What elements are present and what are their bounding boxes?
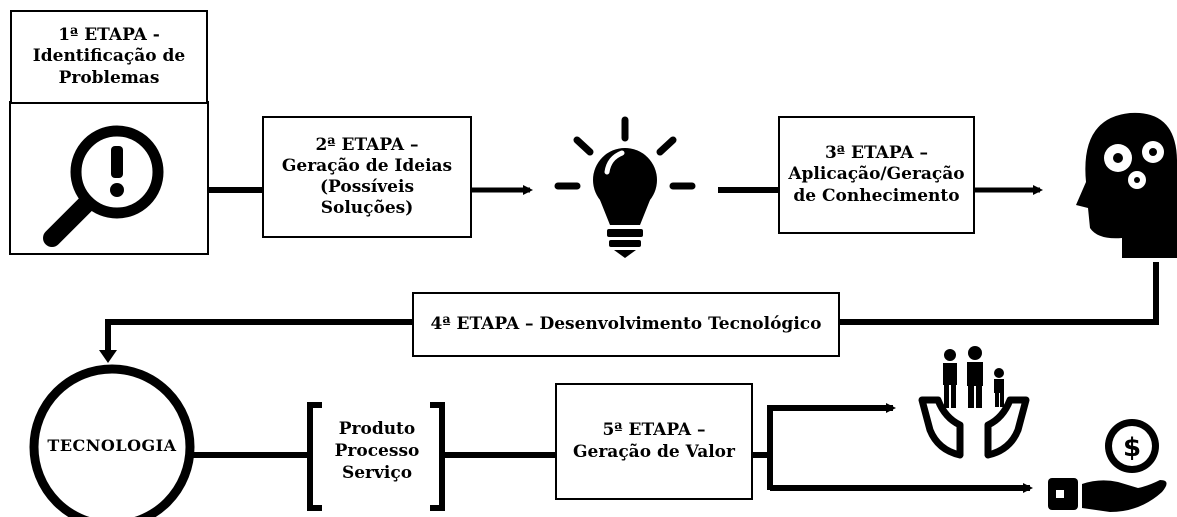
stage1-icon-frame — [9, 101, 209, 255]
svg-text:$: $ — [1123, 433, 1141, 463]
connector-head-stage4 — [840, 262, 1159, 325]
left-bracket — [307, 402, 322, 511]
right-bracket — [430, 402, 445, 511]
technology-label: TECNOLOGIA — [47, 436, 177, 455]
stage1-title: 1ª ETAPA - Identificação de Problemas — [32, 25, 186, 88]
stage1-box: 1ª ETAPA - Identificação de Problemas — [10, 10, 208, 104]
stage2-box: 2ª ETAPA – Geração de Ideias (Possíveis … — [262, 116, 472, 238]
stage4-title: 4ª ETAPA – Desenvolvimento Tecnológico — [430, 313, 822, 334]
stage3-box: 3ª ETAPA – Aplicação/Geração de Conhecim… — [778, 116, 975, 234]
outputs-list: Produto Processo Serviço — [334, 419, 420, 484]
stage5-title: 5ª ETAPA – Geração de Valor — [573, 420, 735, 462]
magnifier-exclamation-icon — [43, 125, 164, 247]
lightbulb-icon — [554, 116, 696, 258]
technology-circle — [29, 364, 195, 517]
stage3-title: 3ª ETAPA – Aplicação/Geração de Conhecim… — [788, 143, 965, 206]
money-hand-icon: $ — [1048, 419, 1167, 512]
stage2-title: 2ª ETAPA – Geração de Ideias (Possíveis … — [281, 134, 453, 219]
stage5-box: 5ª ETAPA – Geração de Valor — [555, 383, 753, 500]
arrow-head-technology — [99, 350, 117, 363]
arrow-stage4-technology — [105, 319, 412, 352]
head-gears-icon — [1076, 112, 1177, 258]
arrow-to-family — [767, 403, 896, 490]
stage4-box: 4ª ETAPA – Desenvolvimento Tecnológico — [412, 292, 840, 357]
family-hands-icon — [918, 346, 1030, 459]
